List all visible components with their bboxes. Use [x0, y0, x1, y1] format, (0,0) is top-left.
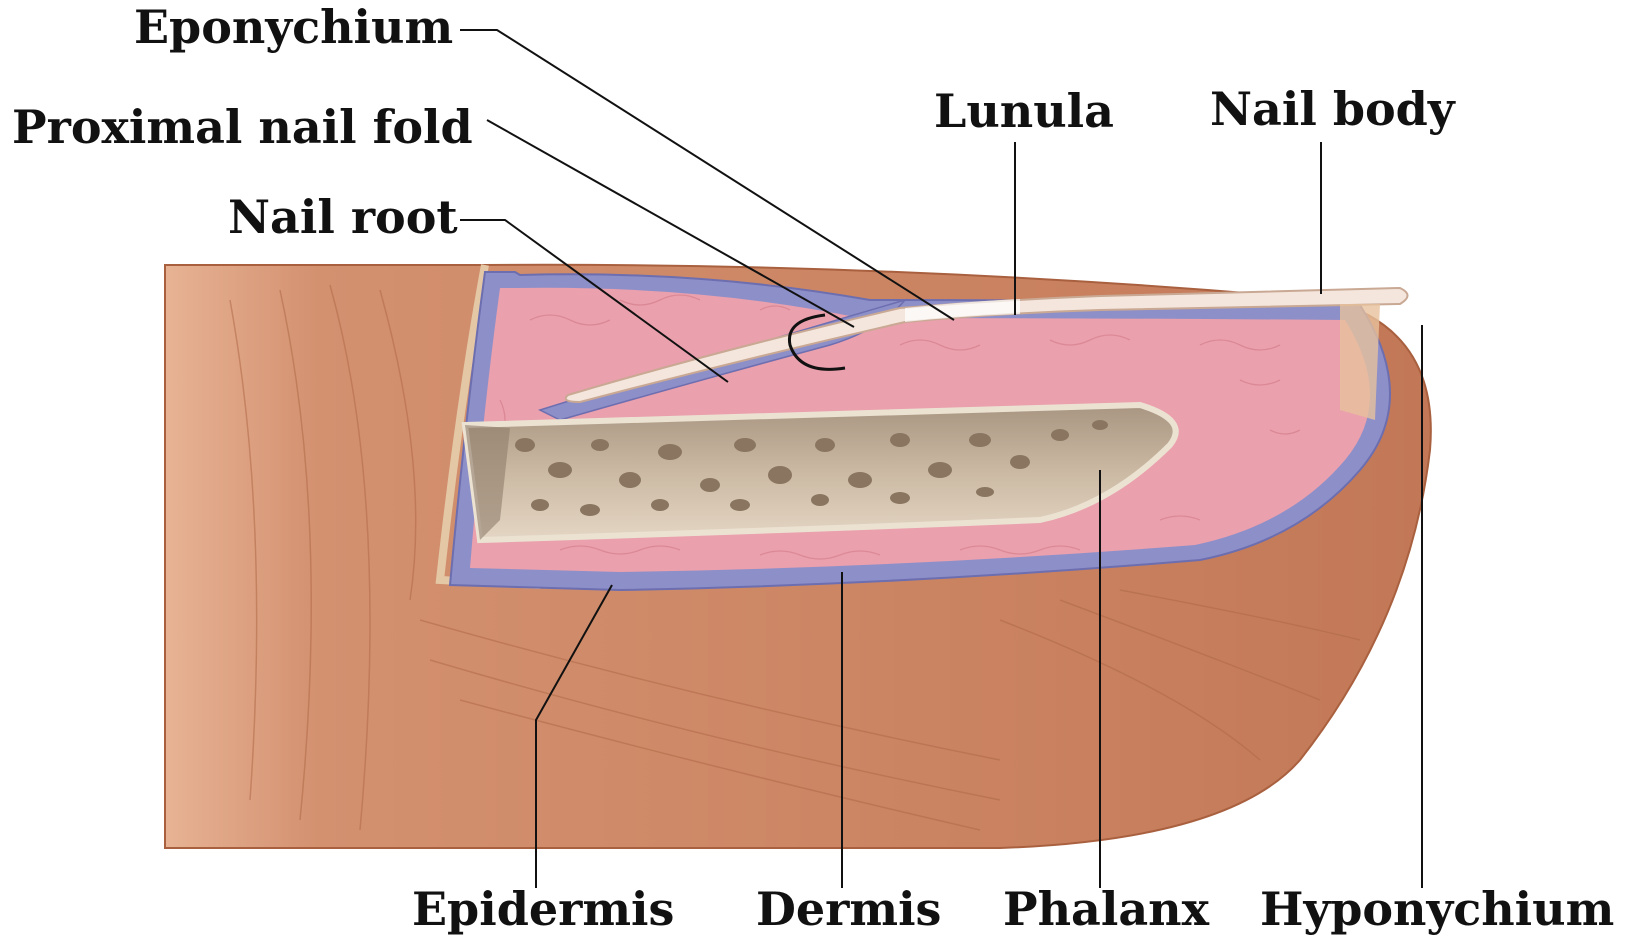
label-nail-root: Nail root: [228, 194, 458, 240]
hyponychium-region: [1340, 304, 1380, 420]
label-hyponychium: Hyponychium: [1260, 886, 1614, 932]
label-eponychium: Eponychium: [134, 4, 453, 50]
label-lunula: Lunula: [934, 88, 1114, 134]
label-dermis: Dermis: [756, 886, 941, 932]
label-epidermis: Epidermis: [412, 886, 674, 932]
label-proximal-nail-fold: Proximal nail fold: [12, 104, 473, 150]
label-phalanx: Phalanx: [1003, 886, 1209, 932]
label-nail-body: Nail body: [1210, 86, 1455, 132]
